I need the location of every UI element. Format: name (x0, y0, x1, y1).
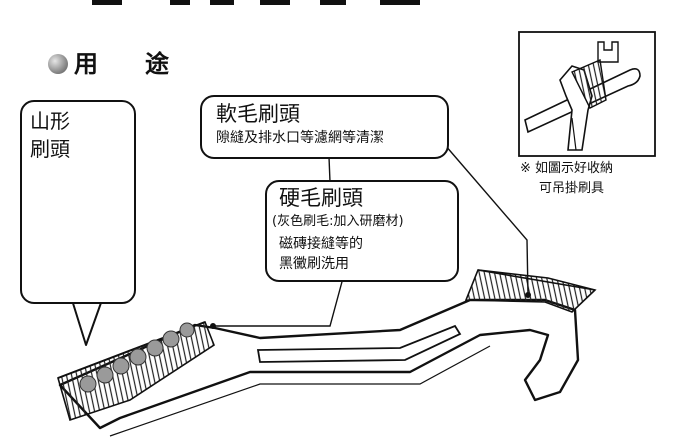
mountain-head-callout: 山形 刷頭 (20, 100, 136, 304)
soft-leader-stub (328, 156, 331, 183)
storage-note-line2: 可吊掛刷具 (539, 181, 605, 196)
heading-char-1: 用 (74, 50, 99, 78)
mountain-callout-pointer (71, 299, 103, 346)
hard-leader-line (213, 277, 344, 327)
heading-bullet-icon (48, 54, 68, 74)
soft-desc: 隙縫及排水口等濾網等清潔 (216, 130, 384, 146)
usage-heading: 用途 (48, 44, 170, 79)
soft-title: 軟毛刷頭 (216, 102, 300, 126)
mountain-label-line1: 山形 (30, 109, 70, 133)
hard-note: (灰色刷毛:加入研磨材) (272, 214, 404, 229)
storage-note-line1: ※ 如圖示好收納 (520, 161, 614, 176)
storage-inset-drawing (518, 31, 656, 157)
soft-leader-line (444, 144, 529, 296)
hard-desc-line2: 黑黴刷洗用 (279, 256, 349, 272)
hard-desc-line1: 磁磚接縫等的 (279, 236, 363, 252)
soft-bristle-head (464, 269, 597, 313)
soft-bristle-callout: 軟毛刷頭 隙縫及排水口等濾網等清潔 (200, 95, 449, 159)
cropped-header-text (92, 0, 420, 5)
mountain-label-line2: 刷頭 (30, 137, 70, 161)
heading-char-2: 途 (145, 50, 170, 78)
hard-title: 硬毛刷頭 (279, 186, 363, 210)
hard-bristle-callout: 硬毛刷頭 (灰色刷毛:加入研磨材) 磁磚接縫等的 黑黴刷洗用 (265, 180, 459, 282)
hard-bristle-head (57, 320, 215, 422)
